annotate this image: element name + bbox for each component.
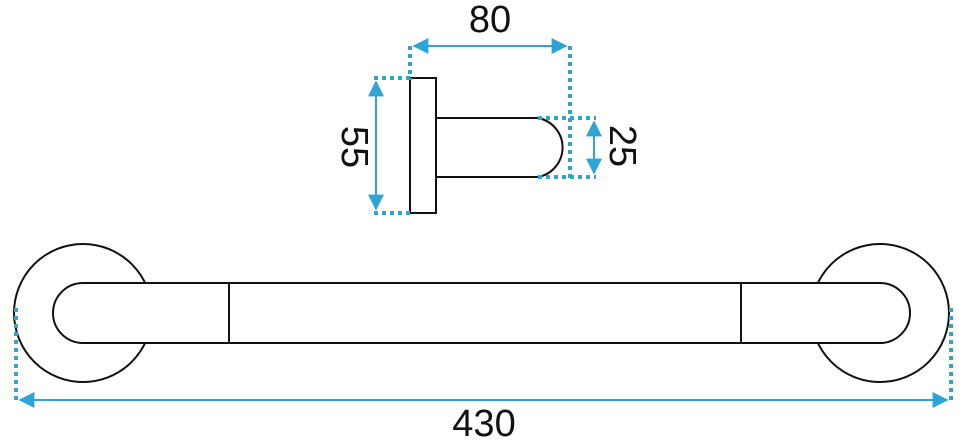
total-length-label: 430 — [452, 403, 515, 440]
front-view — [13, 243, 950, 383]
bar-diameter-label: 25 — [601, 125, 643, 167]
plate-height-label: 55 — [333, 126, 375, 168]
depth-label: 80 — [469, 0, 511, 41]
side-view — [409, 77, 564, 214]
bar-profile — [436, 117, 564, 178]
dimension-plate-height: 55 — [333, 76, 410, 215]
dimension-bar-diameter: 25 — [538, 116, 643, 179]
grab-bar — [52, 282, 911, 344]
dimension-depth: 80 — [408, 0, 572, 178]
dimension-total-length: 430 — [14, 308, 953, 440]
wall-plate — [409, 77, 437, 214]
